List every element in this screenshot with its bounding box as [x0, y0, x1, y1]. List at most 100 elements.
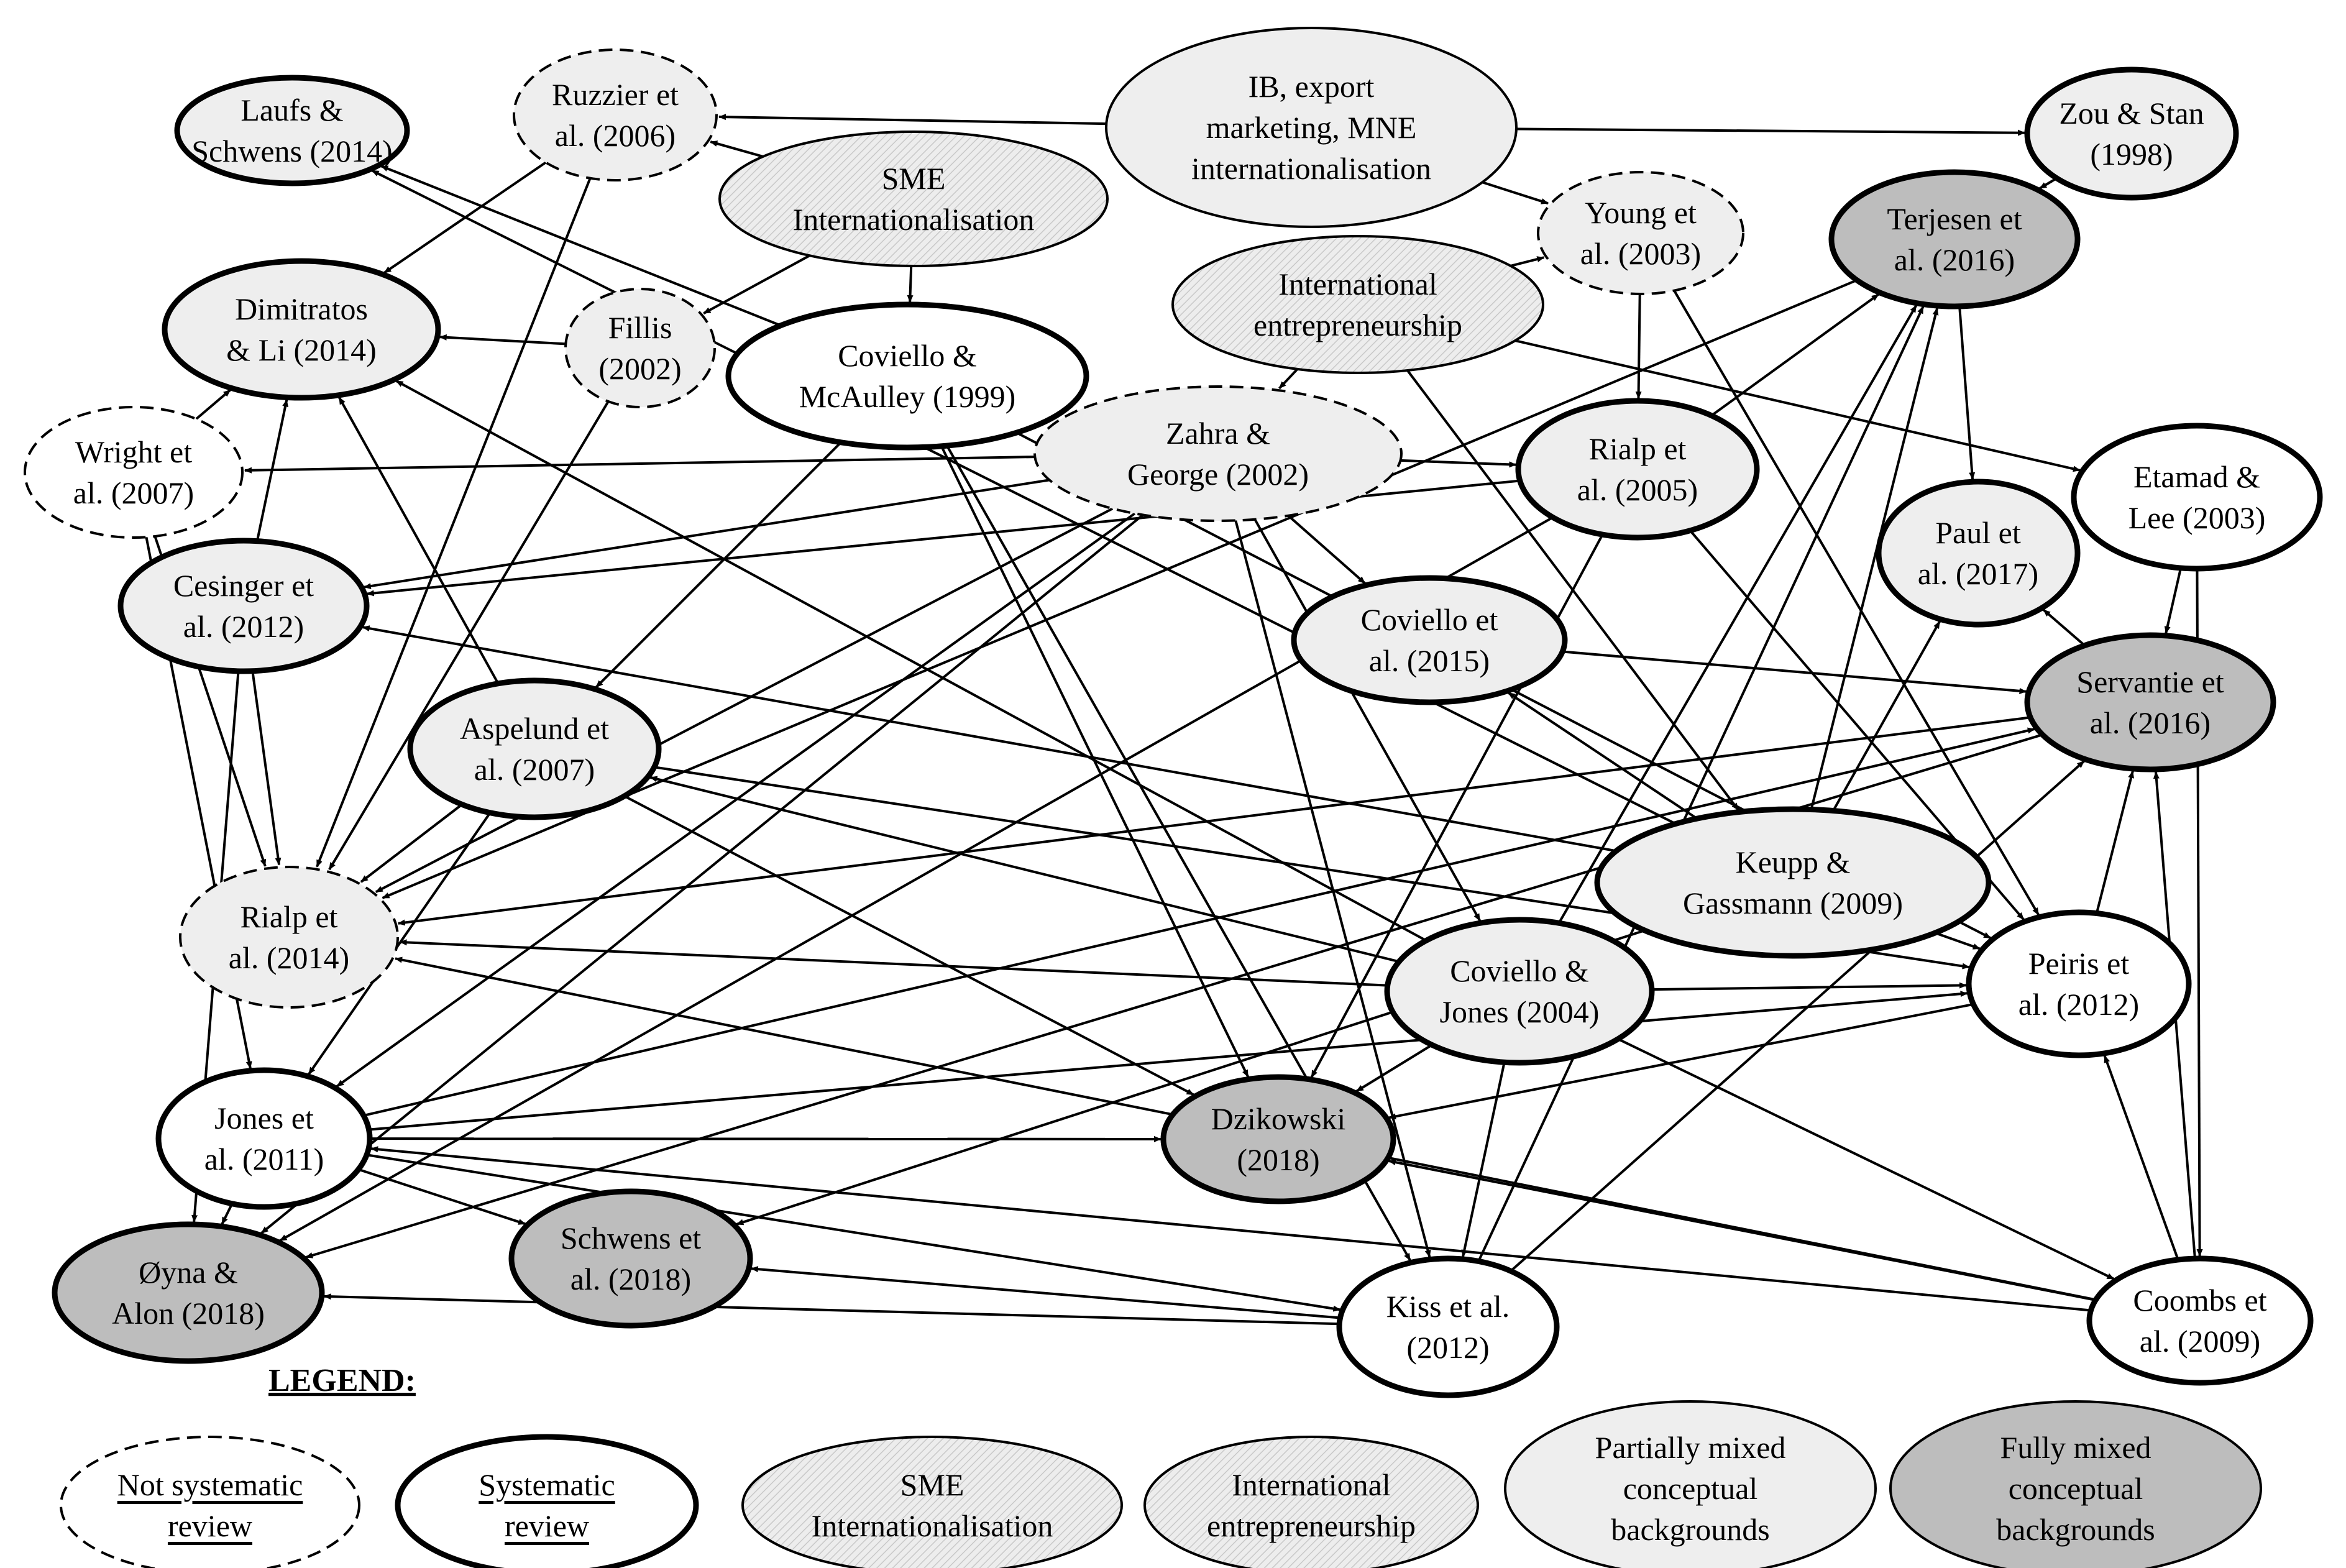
node-keupp-shape: [1594, 806, 1992, 959]
node-dimitratos-label-line: Dimitratos: [235, 291, 368, 326]
node-coviello99-shape: [725, 301, 1089, 451]
edge-cesinger-to-rialp14: [251, 671, 282, 866]
node-coombs-shape: [2086, 1255, 2314, 1386]
node-laufs-label-line: Schwens (2014): [191, 134, 393, 168]
node-wright-shape: [24, 406, 244, 539]
edge-zahra-to-cesinger: [363, 479, 1050, 589]
node-fillis-label-line: (2002): [598, 351, 681, 386]
edge-zahra-to-rialp05: [1400, 459, 1517, 468]
legend-item-leg_pm-label-line: conceptual: [1623, 1471, 1758, 1506]
node-kiss-shape: [1336, 1255, 1560, 1398]
node-ib-label-line: internationalisation: [1191, 151, 1431, 186]
node-terjesen-label-line: al. (2016): [1894, 242, 2015, 277]
edge-jones-to-schwens: [358, 1168, 526, 1226]
node-etamad-shape: [2071, 423, 2323, 572]
legend-item-leg_s-label-line: Systematic: [479, 1467, 615, 1502]
node-fillis: Fillis(2002): [564, 288, 716, 408]
edge-kiss-to-servantie: [1510, 760, 2085, 1272]
node-sme-shape: [718, 131, 1109, 267]
edge-kiss-to-terjesen: [1477, 306, 1925, 1262]
node-schwens-label-line: al. (2018): [570, 1262, 691, 1296]
legend-item-leg_ie-label-line: International: [1232, 1467, 1390, 1502]
node-laufs-shape: [174, 75, 410, 186]
edge-keupp-to-cesinger: [362, 625, 1616, 853]
edge-coviello15-to-servantie: [1562, 650, 2027, 694]
edge-keupp-to-peiris: [1935, 932, 1981, 950]
node-keupp-label-line: Keupp &: [1736, 845, 1851, 879]
node-jones: Jones et al. (2011): [155, 1067, 373, 1210]
node-young-label-line: Young et: [1585, 195, 1697, 230]
node-terjesen-label-line: Terjesen et: [1887, 201, 2022, 236]
edge-keupp-to-coviello15: [1507, 691, 1698, 820]
node-servantie-label-line: Servantie et: [2076, 664, 2224, 699]
node-dzikowski-label-line: (2018): [1237, 1142, 1319, 1177]
node-etamad-label-line: Lee (2003): [2128, 500, 2266, 535]
node-oyna-label-line: Øyna &: [139, 1255, 238, 1290]
edge-rialp05-to-terjesen: [1710, 293, 1879, 417]
node-laufs-label-line: Laufs &: [241, 93, 343, 127]
node-jones-label-line: Jones et: [214, 1101, 314, 1135]
node-coombs-label-line: Coombs et: [2133, 1283, 2266, 1318]
node-aspelund-label-line: Aspelund et: [460, 711, 609, 746]
node-paul-label-line: Paul et: [1935, 515, 2021, 550]
node-jones-label-line: al. (2011): [204, 1142, 324, 1176]
edge-ib-to-young: [1482, 181, 1549, 205]
edge-jones-to-kiss: [366, 1153, 1341, 1312]
node-peiris-shape: [1966, 909, 2192, 1058]
node-oyna-label-line: Alon (2018): [112, 1296, 265, 1331]
legend-title: LEGEND:: [268, 1363, 416, 1398]
edge-servantie-to-rialp14: [397, 716, 2031, 926]
node-etamad: Etamad & Lee (2003): [2071, 423, 2323, 572]
legend-item-leg_ns-shape: [60, 1436, 360, 1568]
edge-jones-to-peiris: [369, 991, 1968, 1131]
node-cesinger-label-line: al. (2012): [183, 609, 304, 644]
node-wright-label-line: Wright et: [75, 434, 192, 469]
edge-aspelund-to-rialp14: [360, 803, 463, 883]
legend-item-leg_pm-shape: [1504, 1400, 1877, 1568]
node-rialp05-shape: [1515, 398, 1760, 541]
node-ruzzier-shape: [513, 48, 718, 181]
node-coviello99-label-line: McAulley (1999): [799, 379, 1016, 414]
node-kiss-label-line: (2012): [1406, 1330, 1489, 1365]
edge-coviello04-to-aspelund: [649, 776, 1400, 963]
node-zou-shape: [2024, 66, 2239, 201]
legend-item-leg_fm-label-line: conceptual: [2009, 1471, 2143, 1506]
node-rialp05-label-line: al. (2005): [1577, 472, 1698, 507]
edge-zahra-to-coviello04: [1253, 518, 1482, 922]
node-terjesen-shape: [1828, 169, 2081, 309]
node-kiss: Kiss et al.(2012): [1336, 1255, 1560, 1398]
edge-coviello99-to-aspelund: [595, 441, 842, 689]
legend-item-leg_ns-label-line: Not systematic: [117, 1467, 303, 1502]
node-keupp-label-line: Gassmann (2009): [1683, 886, 1903, 920]
edge-ie-to-etamad: [1514, 339, 2081, 472]
node-coviello99-label-line: Coviello &: [838, 338, 977, 373]
node-cesinger-shape: [117, 538, 370, 674]
node-etamad-label-line: Etamad &: [2133, 459, 2260, 494]
edge-kiss-to-oyna: [323, 1293, 1340, 1326]
node-jones-shape: [155, 1067, 373, 1210]
node-dzikowski-label-line: Dzikowski: [1211, 1101, 1346, 1136]
edge-terjesen-to-paul: [1958, 306, 1976, 480]
node-schwens-label-line: Schwens et: [561, 1221, 701, 1255]
node-coviello15-label-line: al. (2015): [1369, 643, 1490, 678]
edge-servantie-to-paul: [2042, 608, 2086, 647]
edge-fillis-to-rialp14: [328, 400, 610, 871]
node-oyna: Øyna & Alon (2018): [52, 1221, 325, 1364]
node-ib-label-line: IB, export: [1249, 69, 1375, 104]
edge-zahra-to-jones: [336, 512, 1136, 1088]
node-wright-label-line: al. (2007): [73, 475, 194, 510]
node-young-shape: [1537, 171, 1744, 295]
node-coviello04-label-line: Coviello &: [1450, 953, 1589, 988]
